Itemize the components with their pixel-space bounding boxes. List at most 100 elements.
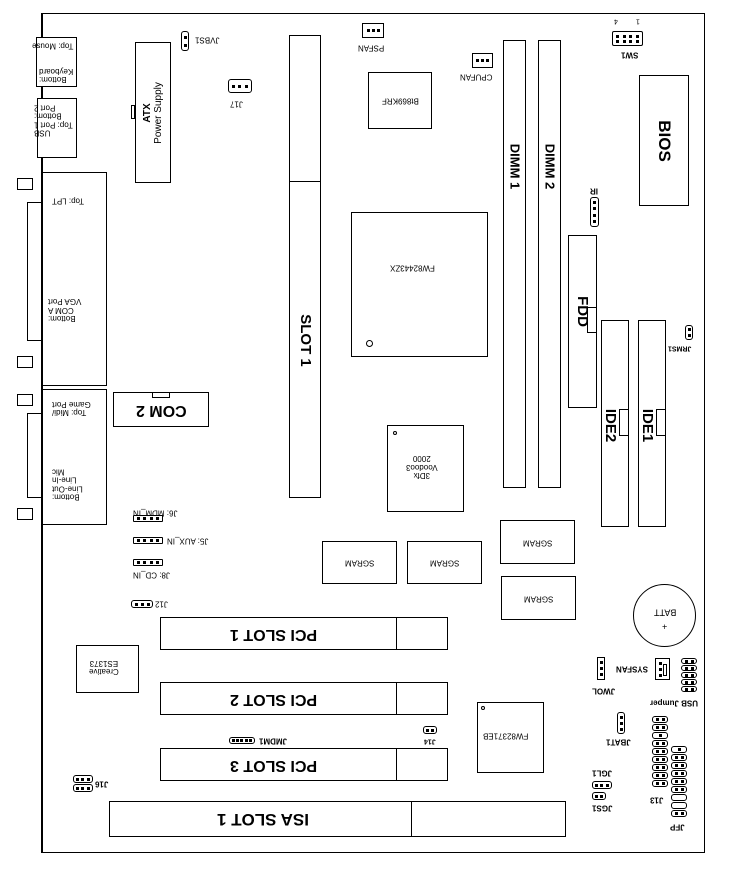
jmdm1-header[interactable] <box>229 737 255 744</box>
j14-header[interactable] <box>423 726 437 734</box>
usb-port[interactable]: USB Top: Port 1 Bottom: Port 2 <box>34 98 77 158</box>
pci-slot-3-divider <box>396 748 397 781</box>
jwol-header[interactable] <box>597 657 605 680</box>
lpt-vga-flange-bottom <box>17 356 33 368</box>
audio-label: Bottom: Line-Out Line-In Mic <box>52 467 83 501</box>
jfp-label: JFP <box>670 822 685 832</box>
isa-slot-1-divider <box>411 801 412 837</box>
jfp-header[interactable] <box>671 746 687 820</box>
chip-bt869krf: Bt869KRF <box>368 72 432 129</box>
game-flange-top <box>17 394 33 406</box>
com2-label: COM 2 <box>135 401 187 419</box>
chip-voodoo3: 3Dfx Voodoo3 2000 <box>387 425 464 512</box>
sysfan-label: SYSFAN <box>616 664 649 674</box>
j13-header[interactable] <box>652 716 668 790</box>
batt-label: BATT <box>654 607 677 618</box>
pci-slot-3[interactable]: PCI SLOT 3 <box>160 748 448 781</box>
game-body <box>27 413 42 498</box>
jgl1-header[interactable] <box>592 781 612 789</box>
dimm2-label: DIMM 2 <box>542 143 557 190</box>
label-line: COM A <box>48 305 74 315</box>
psfan-header[interactable] <box>362 23 384 38</box>
game-audio-port[interactable] <box>42 389 107 525</box>
com2-key <box>152 392 170 398</box>
northbridge-label: FW82443ZX <box>390 263 435 273</box>
slot1-divider <box>289 181 321 182</box>
j13-label: J13 <box>650 795 664 805</box>
jwol-label: JWOL <box>592 686 616 696</box>
bios-label: BIOS <box>655 119 674 162</box>
jvbs1-label: JVBS1 <box>195 35 220 45</box>
ps2-label-line: Keyboard <box>38 66 73 76</box>
atx-power-latch <box>131 105 135 119</box>
lpt-vga-port[interactable] <box>42 172 107 386</box>
slot1[interactable] <box>289 35 321 498</box>
jvbs1-header[interactable] <box>181 31 189 51</box>
sysfan-header[interactable] <box>655 658 670 680</box>
pci-slot-2-divider <box>396 682 397 715</box>
sw1-switch[interactable] <box>612 31 643 46</box>
pin1-marker <box>393 431 397 435</box>
label-line: VGA Port <box>48 297 82 307</box>
label-line: Top: Midi/ <box>52 407 87 417</box>
j17-header[interactable] <box>228 79 252 93</box>
pci-slot-1[interactable]: PCI SLOT 1 <box>160 617 448 650</box>
atx-power-label: ATX Power Supply <box>135 42 171 183</box>
midi-label: Top: Midi/ Game Port <box>52 399 91 416</box>
pin1-marker <box>366 340 373 347</box>
chip-sgram-4: SGRAM <box>501 576 576 620</box>
ps2-label-line: Bottom: <box>38 75 67 84</box>
ir-header[interactable] <box>590 197 599 227</box>
ide1-label-wrap: IDE1 <box>638 400 658 450</box>
dimm1-slot[interactable]: DIMM 1 <box>503 40 526 488</box>
jgs1-header[interactable] <box>592 792 606 800</box>
j5-header[interactable] <box>133 537 163 544</box>
j6-header[interactable] <box>133 515 163 522</box>
label-line: Power Supply <box>153 81 165 144</box>
j8-label: J8: CD_IN <box>133 570 170 580</box>
j12-label: J12 <box>155 599 168 609</box>
cpufan-header[interactable] <box>472 53 493 68</box>
ps2-port[interactable]: Top: Mouse Bottom: Keyboard <box>32 37 77 87</box>
j16-header[interactable] <box>73 775 93 792</box>
j8-header[interactable] <box>133 559 163 566</box>
slot1-label: SLOT 1 <box>296 313 314 367</box>
jrms1-header[interactable] <box>685 325 693 340</box>
j5-label: J5: AUX_IN <box>167 536 209 546</box>
usb-jumper-header[interactable] <box>681 658 697 696</box>
cpufan-label: CPUFAN <box>460 72 493 82</box>
label-line: Bottom: <box>52 492 80 502</box>
label-line: Voodoo3 <box>406 462 438 472</box>
label-line: Game Port <box>52 399 91 409</box>
label-line: Mic <box>52 467 65 477</box>
sw1-label: SW1 <box>621 50 639 60</box>
isa-slot-1[interactable]: ISA SLOT 1 <box>109 801 566 837</box>
label-line: Line-In <box>52 475 77 485</box>
batt-plus: + <box>662 621 668 632</box>
usb-label-line: Bottom: <box>34 111 62 121</box>
psfan-label: PSFAN <box>358 43 385 53</box>
sw1-pin1-label: 1 <box>636 17 640 25</box>
pci-slot-2[interactable]: PCI SLOT 2 <box>160 682 448 715</box>
jbat1-header[interactable] <box>617 712 625 734</box>
vga-com-label: Bottom: COM A VGA Port <box>48 297 82 324</box>
j12-header[interactable] <box>131 600 153 608</box>
sgram-label: SGRAM <box>429 558 460 568</box>
label-line: Bottom: <box>48 314 76 324</box>
usb-label-line: USB <box>34 128 51 138</box>
chip-fw82443zx: FW82443ZX <box>351 212 488 357</box>
chip-sgram-3: SGRAM <box>500 520 575 564</box>
atx-power-connector[interactable] <box>135 42 171 183</box>
ide2-label-wrap: IDE2 <box>601 400 621 450</box>
board-left-edge <box>41 13 43 853</box>
board-outline <box>41 13 705 853</box>
jgs1-label: JGS1 <box>592 803 613 813</box>
ide1-label: IDE1 <box>639 408 657 442</box>
pci-slot-2-label: PCI SLOT 2 <box>230 690 318 708</box>
es1373-label: Creative ES1373 <box>89 658 119 675</box>
label-line: 2000 <box>412 454 431 464</box>
sgram-label: SGRAM <box>344 558 375 568</box>
dimm2-slot[interactable]: DIMM 2 <box>538 40 561 488</box>
label-line: ATX <box>142 102 154 123</box>
ide1-key <box>656 409 666 436</box>
